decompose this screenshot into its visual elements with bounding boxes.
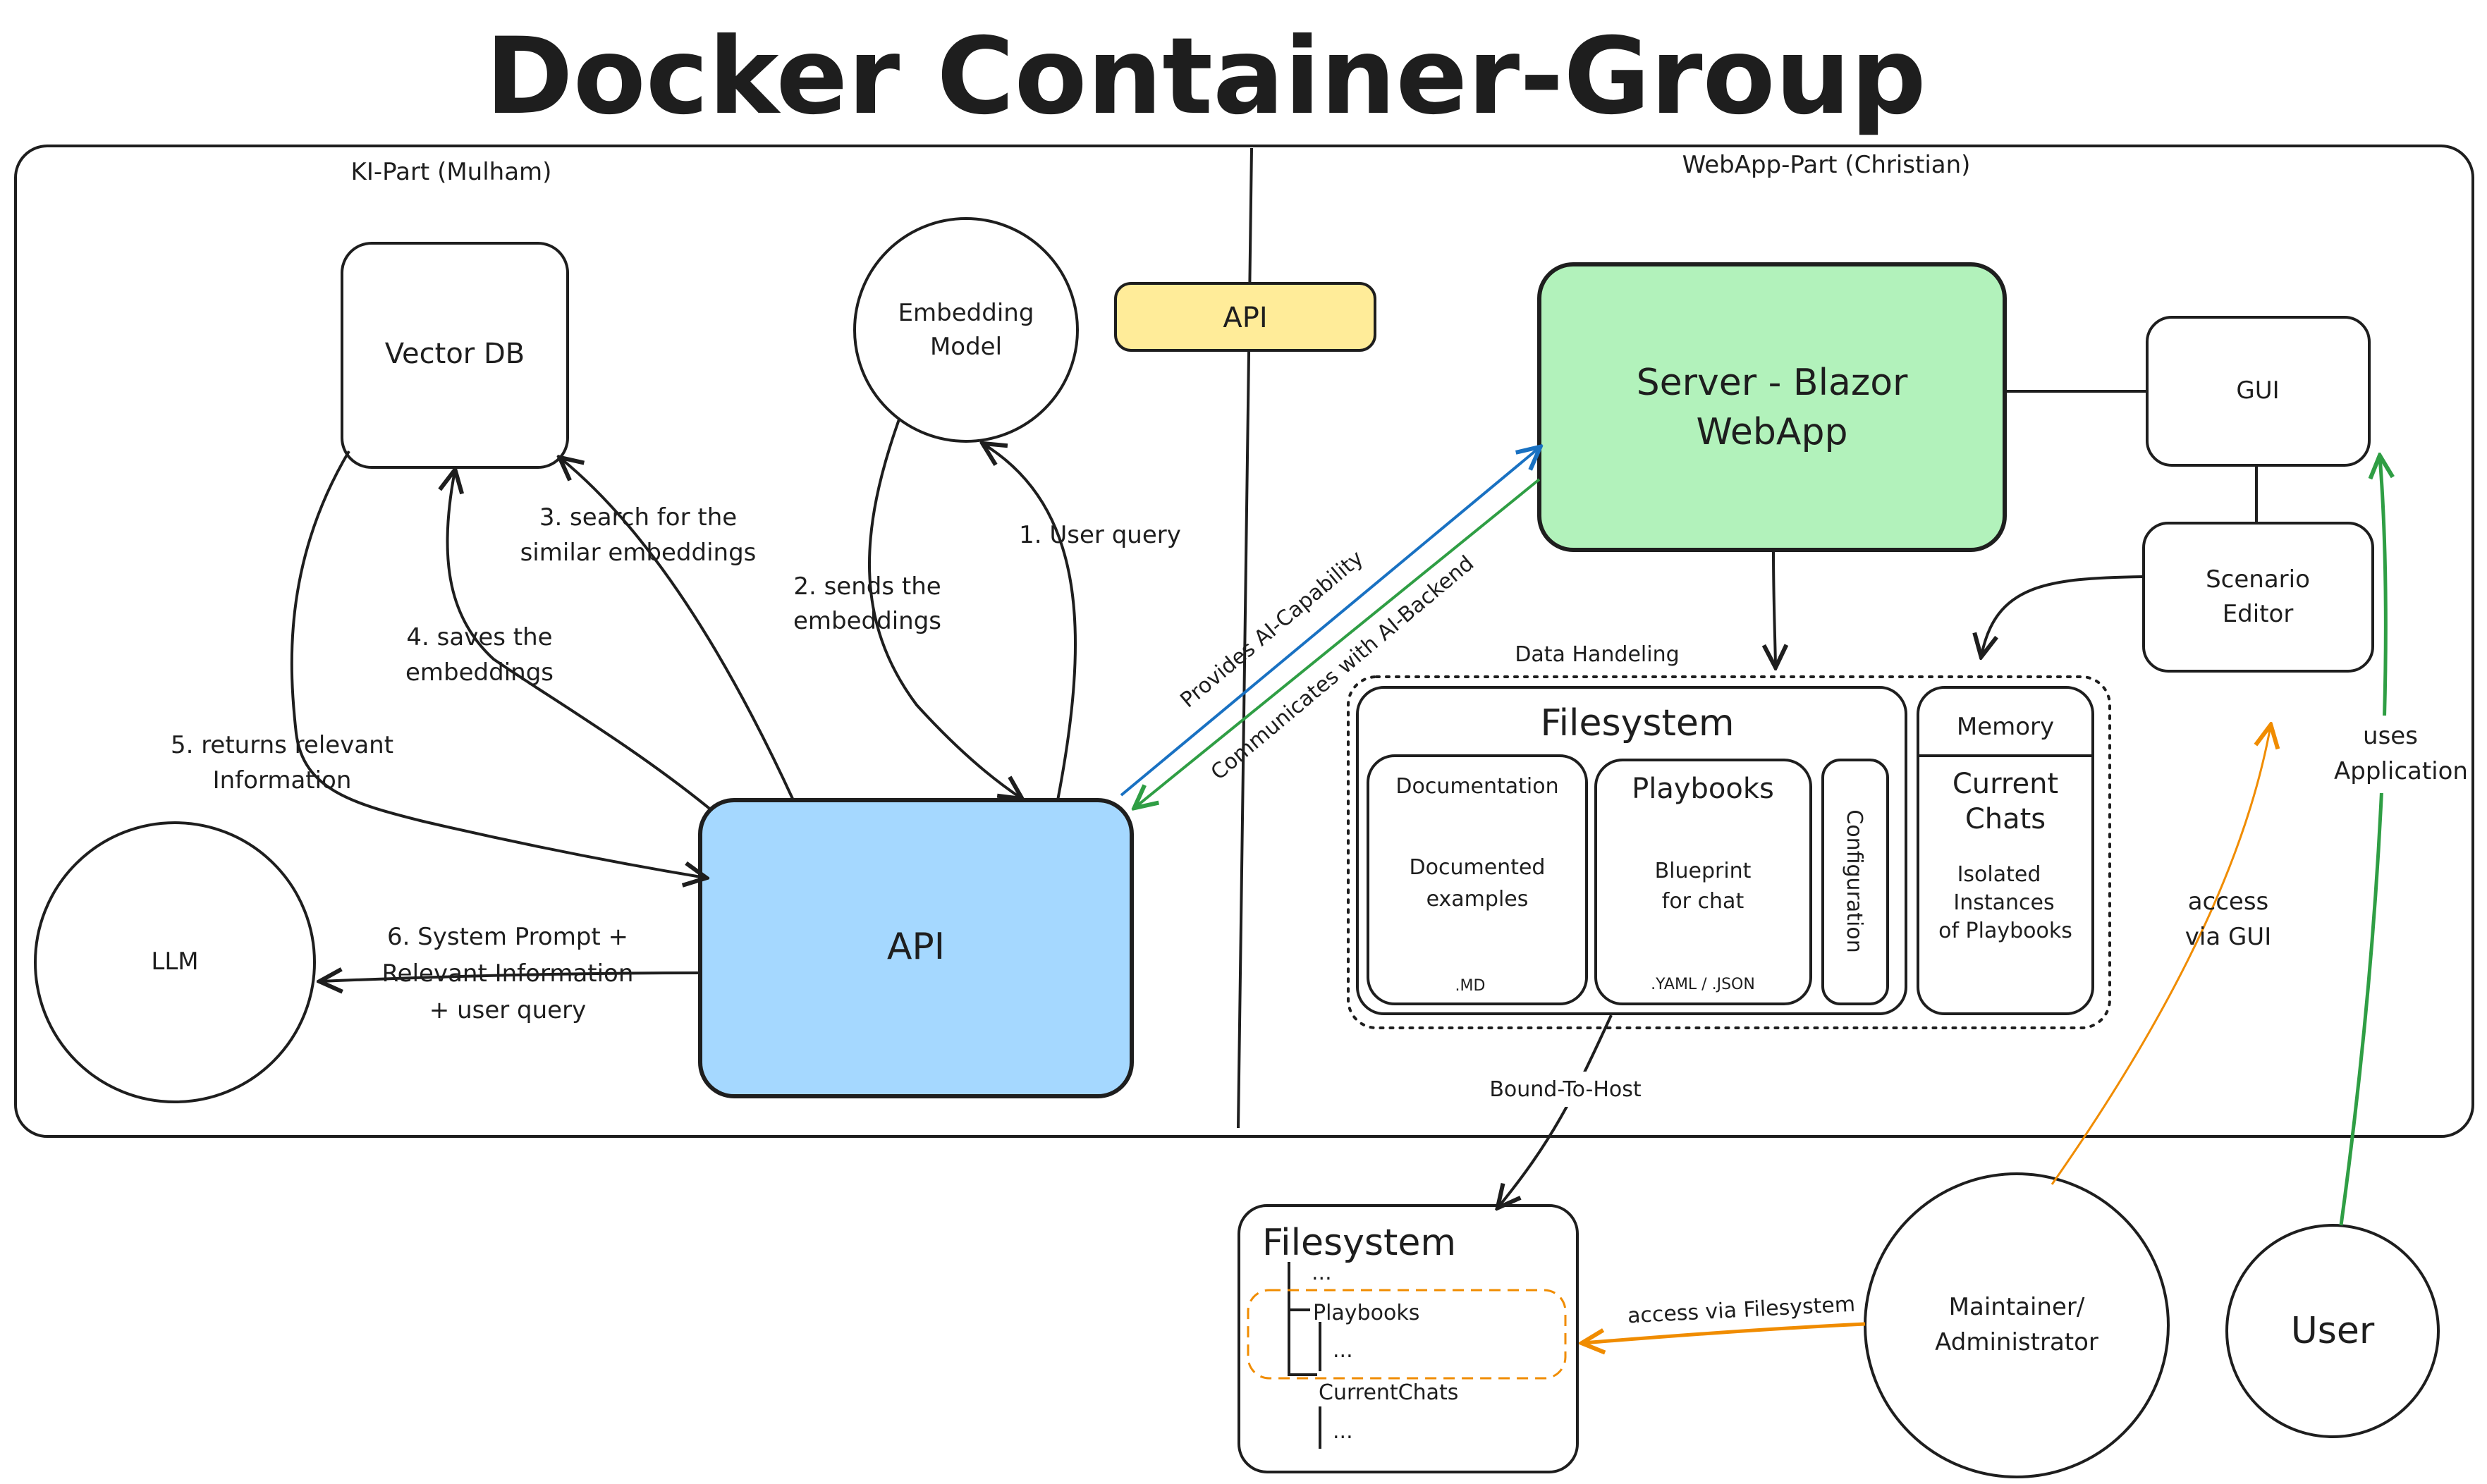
- playbooks-title: Playbooks: [1632, 773, 1774, 805]
- tree-item-1: ...: [1312, 1261, 1332, 1285]
- memory-body-3: of Playbooks: [1938, 919, 2072, 943]
- edge-uses-application-label-2: Application: [2334, 757, 2468, 785]
- edge-system-prompt-label-1: 6. System Prompt +: [387, 923, 628, 951]
- embedding-model-label-1: Embedding: [898, 299, 1034, 327]
- filesystem-host-title: Filesystem: [1262, 1222, 1456, 1264]
- scenario-editor-node[interactable]: Scenario Editor: [2142, 522, 2374, 673]
- edge-returns-info-label-1: 5. returns relevant: [171, 731, 393, 759]
- server-label-1: Server - Blazor: [1637, 362, 1908, 404]
- edge-bound-to-host: [1498, 1014, 1613, 1207]
- scenario-editor-label-2: Editor: [2223, 600, 2294, 628]
- playbooks-body-1: Blueprint: [1655, 859, 1752, 883]
- edge-provides-ai-label: Provides AI-Capability: [1175, 546, 1368, 713]
- documentation-body-2: examples: [1426, 887, 1529, 912]
- edge-sends-embeddings-label-1: 2. sends the: [793, 572, 941, 601]
- edge-provides-ai: [1120, 448, 1539, 797]
- server-node[interactable]: Server - Blazor WebApp: [1537, 262, 2007, 552]
- edge-user-query: [984, 444, 1077, 801]
- bound-to-host-label-bg: [1470, 1072, 1661, 1107]
- tree-lines: [1288, 1262, 1321, 1449]
- embedding-model-node[interactable]: Embedding Model: [853, 217, 1079, 443]
- documentation-box[interactable]: Documentation Documented examples .MD: [1367, 754, 1588, 1005]
- filesystem-inner-title: Filesystem: [1540, 702, 1734, 744]
- memory-body-1: Isolated: [1957, 862, 2041, 887]
- data-handling-frame: [1347, 675, 2111, 1029]
- edge-search-similar-label-2: similar embeddings: [520, 539, 757, 567]
- uses-app-label-bg: [2320, 716, 2468, 793]
- filesystem-host-node[interactable]: Filesystem ... Playbooks ... CurrentChat…: [1238, 1204, 1579, 1473]
- embedding-model-label-2: Model: [930, 333, 1002, 361]
- edge-search-similar-label-1: 3. search for the: [539, 503, 737, 532]
- edge-user-query-label: 1. User query: [1019, 521, 1181, 549]
- edge-saves-embeddings-label-2: embeddings: [405, 658, 554, 687]
- edge-access-gui-label-1: access: [2188, 888, 2269, 916]
- maintainer-node[interactable]: Maintainer/ Administrator: [1864, 1172, 2170, 1478]
- edge-sends-embeddings: [868, 419, 1021, 798]
- edge-access-filesystem-label: access via Filesystem: [1627, 1292, 1856, 1329]
- documentation-ext: .MD: [1455, 977, 1486, 995]
- tree-item-currentchats: CurrentChats: [1319, 1380, 1458, 1405]
- webapp-part-label: WebApp-Part (Christian): [1682, 151, 1971, 179]
- edge-access-filesystem: [1583, 1322, 1866, 1343]
- ki-part-label: KI-Part (Mulham): [351, 158, 552, 186]
- llm-node[interactable]: LLM: [34, 821, 316, 1103]
- gui-label: GUI: [2236, 376, 2279, 405]
- edge-sends-embeddings-label-2: embeddings: [793, 607, 941, 635]
- tree-item-3: ...: [1333, 1419, 1353, 1444]
- user-node[interactable]: User: [2225, 1224, 2440, 1438]
- playbooks-box[interactable]: Playbooks Blueprint for chat .YAML / .JS…: [1594, 759, 1812, 1005]
- configuration-box[interactable]: Configuration: [1821, 759, 1889, 1005]
- memory-body-2: Instances: [1953, 890, 2054, 915]
- edge-returns-info: [290, 450, 705, 878]
- documentation-title: Documentation: [1395, 774, 1558, 799]
- server-label-2: WebApp: [1697, 411, 1848, 453]
- llm-label: LLM: [151, 948, 198, 976]
- edge-bound-to-host-label: Bound-To-Host: [1489, 1077, 1642, 1102]
- edge-system-prompt-label-3: + user query: [429, 996, 586, 1024]
- maintainer-label-2: Administrator: [1935, 1328, 2098, 1356]
- configuration-label: Configuration: [1842, 809, 1866, 952]
- filesystem-inner-node[interactable]: Filesystem Documentation Documented exam…: [1356, 686, 1907, 1015]
- docker-group-frame: [14, 145, 2474, 1138]
- gui-node[interactable]: GUI: [2146, 316, 2371, 467]
- edge-access-gui: [2051, 726, 2271, 1185]
- playbooks-ext: .YAML / .JSON: [1651, 976, 1755, 993]
- edge-uses-application-label-1: uses: [2363, 722, 2418, 750]
- memory-current-1: Current: [1953, 768, 2058, 800]
- api-main-node[interactable]: API: [698, 798, 1134, 1098]
- api-badge-label: API: [1223, 302, 1267, 334]
- vector-db-node[interactable]: Vector DB: [341, 242, 569, 469]
- api-badge: API: [1114, 282, 1376, 352]
- edge-system-prompt-label-2: Relevant Information: [382, 959, 634, 988]
- memory-title: Memory: [1957, 713, 2054, 741]
- playbooks-body-2: for chat: [1662, 889, 1744, 914]
- edge-system-prompt: [321, 973, 701, 981]
- edge-saves-embeddings: [447, 471, 714, 812]
- diagram-title: Docker Container-Group: [485, 16, 1926, 138]
- playbooks-highlight: [1247, 1289, 1567, 1380]
- maintainer-label-1: Maintainer/: [1949, 1293, 2085, 1321]
- vector-db-label: Vector DB: [385, 338, 525, 370]
- api-main-label: API: [887, 926, 945, 968]
- edge-access-gui-label-2: via GUI: [2185, 923, 2271, 951]
- memory-node[interactable]: Memory Current Chats Isolated Instances …: [1917, 686, 2094, 1015]
- memory-current-2: Chats: [1965, 803, 2046, 835]
- documentation-body-1: Documented: [1410, 855, 1546, 880]
- edge-communicates-ai: [1135, 478, 1541, 807]
- data-handling-label: Data Handeling: [1515, 642, 1679, 667]
- scenario-editor-label-1: Scenario: [2206, 565, 2310, 594]
- tree-item-2: ...: [1333, 1338, 1353, 1363]
- edge-search-similar: [561, 458, 795, 801]
- edge-saves-embeddings-label-1: 4. saves the: [406, 623, 552, 651]
- edge-server-to-data: [1773, 549, 1776, 666]
- group-divider: [1237, 147, 1253, 1129]
- tree-item-playbooks: Playbooks: [1313, 1301, 1419, 1325]
- user-label: User: [2291, 1310, 2375, 1352]
- edge-returns-info-label-2: Information: [213, 766, 352, 795]
- edge-editor-to-data: [1981, 575, 2144, 656]
